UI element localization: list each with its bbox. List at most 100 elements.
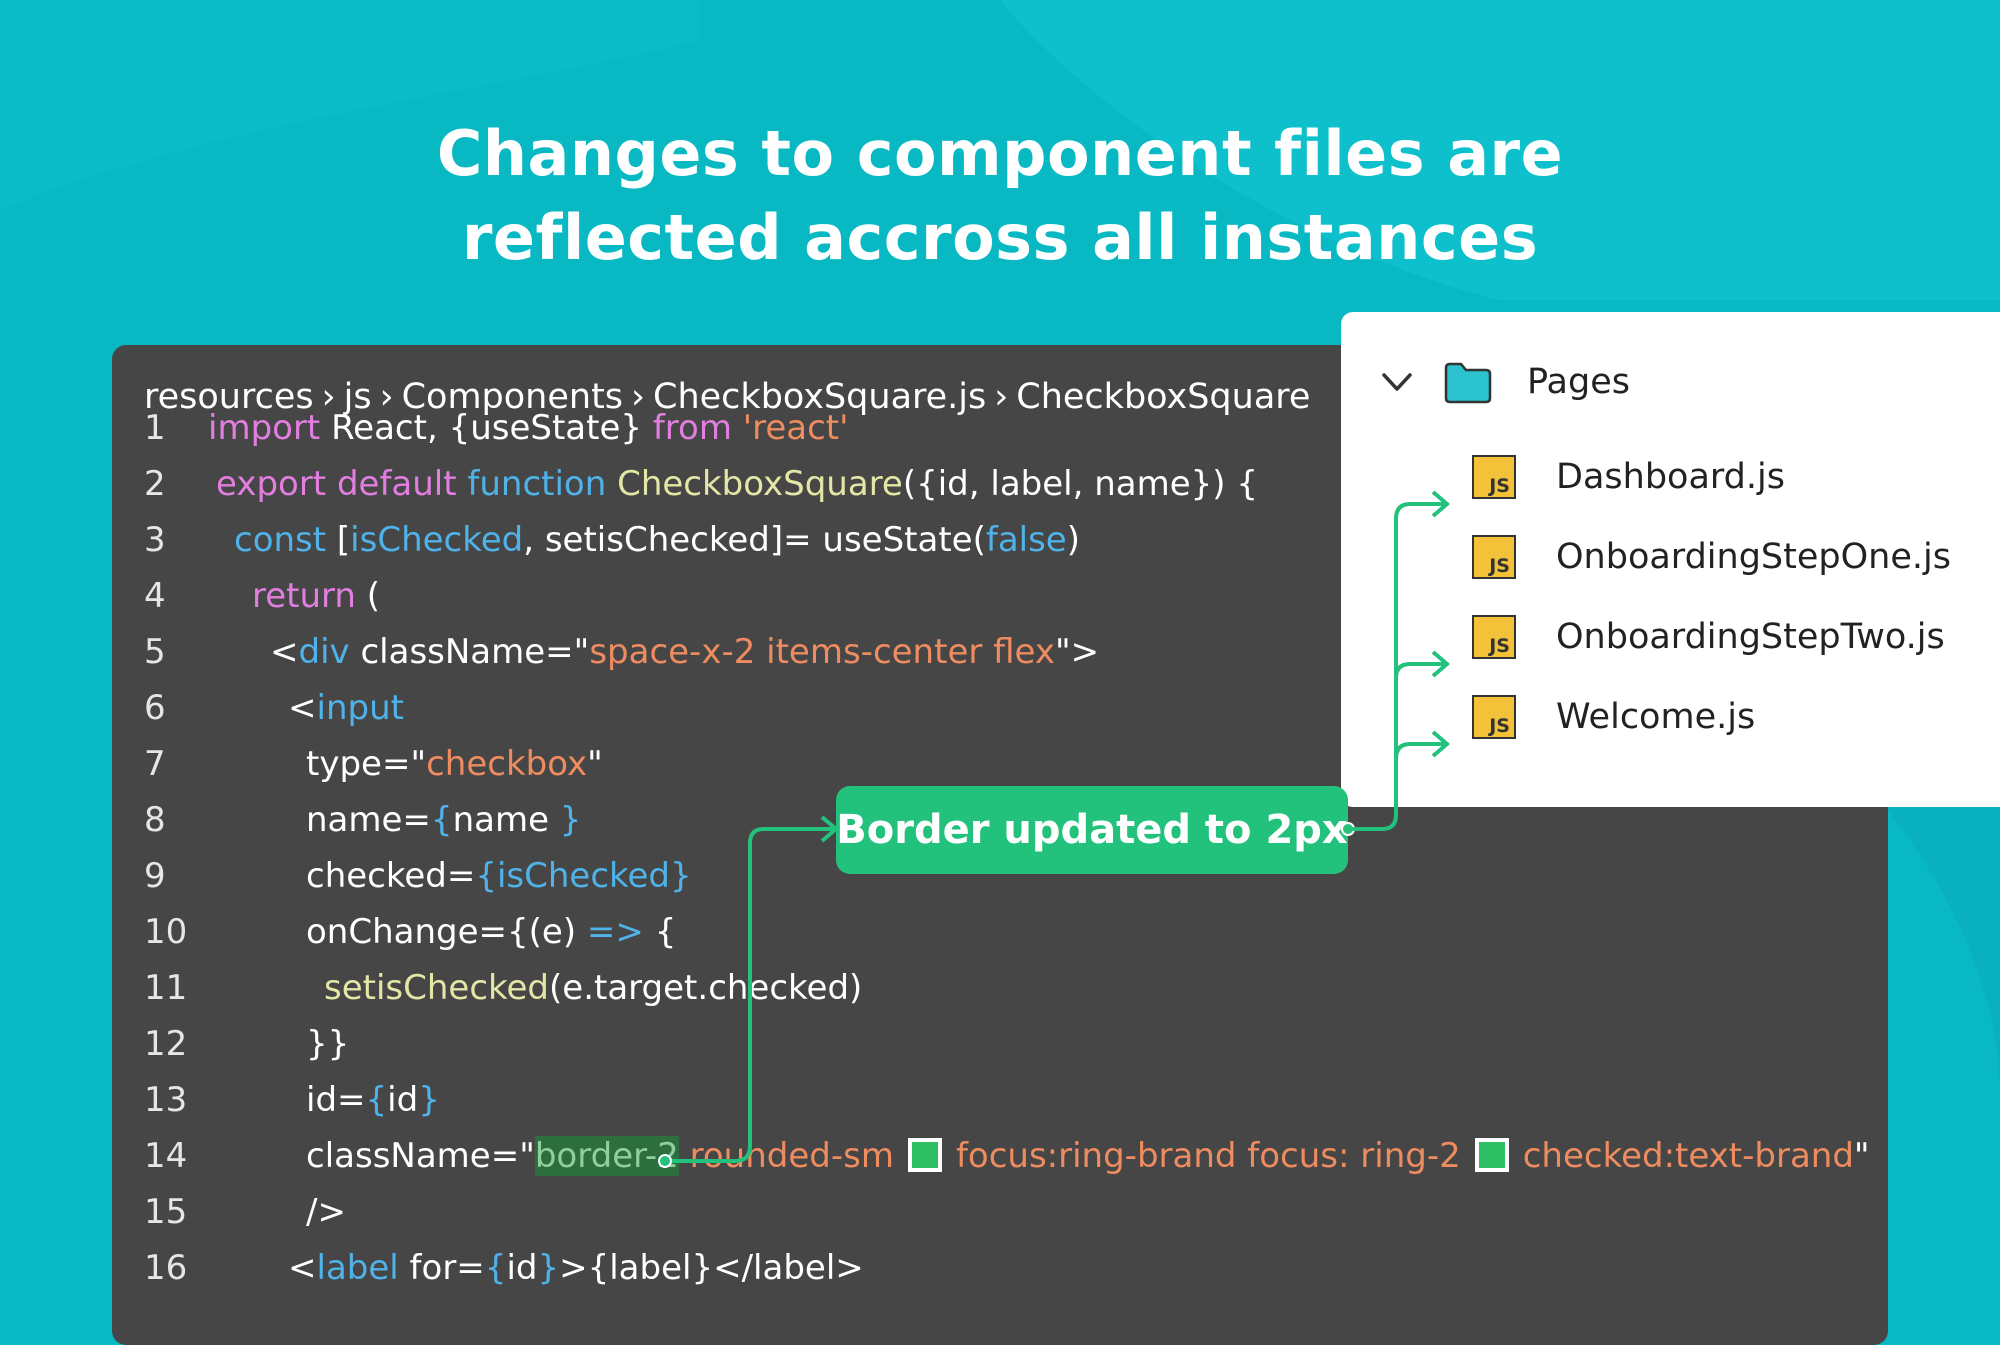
color-swatch: [907, 1137, 942, 1172]
code-token: from: [652, 408, 743, 448]
line-number: 8: [144, 800, 166, 840]
code-token: React, {useState}: [331, 408, 653, 448]
code-token: space-x-2 items-center flex: [589, 632, 1056, 672]
code-token: input: [316, 688, 404, 728]
change-callout: Border updated to 2px: [836, 786, 1348, 874]
line-number: 16: [144, 1248, 188, 1288]
code-token: >{label}</label>: [559, 1248, 864, 1288]
code-token: label: [316, 1248, 410, 1288]
line-number: 1: [144, 408, 166, 448]
code-token: function: [467, 464, 618, 504]
code-token: checked=: [306, 856, 476, 896]
line-number: 9: [144, 856, 166, 896]
line-number: 15: [144, 1192, 188, 1232]
code-token: (e.target.checked): [549, 968, 863, 1008]
code-text: export default function CheckboxSquare({…: [216, 456, 1258, 512]
breadcrumb-separator: ›: [631, 377, 646, 417]
code-text: }}: [306, 1016, 349, 1072]
line-number: 12: [144, 1024, 188, 1064]
code-token: , setisChecked]= useState(: [523, 520, 986, 560]
headline-line-2: reflected accross all instances: [461, 201, 1539, 274]
code-text: checked={isChecked}: [306, 848, 692, 904]
code-token: }: [559, 800, 582, 840]
code-token: <: [288, 1248, 317, 1288]
folder-label: Pages: [1527, 362, 1630, 402]
file-label: Welcome.js: [1556, 697, 1756, 737]
code-token: focus:ring-brand focus: ring-2: [955, 1136, 1461, 1176]
code-token: type=": [306, 744, 427, 784]
code-text: className="border-2 rounded-sm focus:ring…: [306, 1128, 1870, 1184]
line-number: 5: [144, 632, 166, 672]
breadcrumb-separator: ›: [994, 377, 1009, 417]
code-token: checkbox: [426, 744, 588, 784]
code-token: <: [270, 632, 299, 672]
code-text: type="checkbox": [306, 736, 603, 792]
line-number: 4: [144, 576, 166, 616]
code-text: onChange={(e) => {: [306, 904, 676, 960]
code-text: <label for={id}>{label}</label>: [288, 1240, 864, 1296]
breadcrumb-item[interactable]: CheckboxSquare.js: [653, 377, 987, 417]
code-token: export default: [216, 464, 468, 504]
code-text: id={id}: [306, 1072, 440, 1128]
line-number: 10: [144, 912, 188, 952]
highlighted-token: border-2: [534, 1136, 679, 1176]
code-token: rounded-sm: [678, 1136, 894, 1176]
code-token: return: [252, 576, 367, 616]
breadcrumb-item[interactable]: resources: [144, 377, 314, 417]
code-token: isChecked: [350, 520, 524, 560]
code-text: name={name }: [306, 792, 581, 848]
code-token: [: [336, 520, 351, 560]
code-token: className=": [360, 632, 590, 672]
code-token: className=": [306, 1136, 535, 1176]
code-token: ": [587, 744, 603, 784]
page-headline: Changes to component files are reflected…: [0, 112, 2000, 280]
code-token: onChange={(e): [306, 912, 587, 952]
file-label: Dashboard.js: [1556, 457, 1785, 497]
code-token: ": [1853, 1136, 1870, 1176]
js-file-icon: JS: [1472, 615, 1516, 659]
folder-icon: [1444, 362, 1492, 404]
code-text: import React, {useState} from 'react': [208, 400, 848, 456]
code-token: {: [654, 912, 677, 952]
breadcrumb: resources›js›Components›CheckboxSquare.j…: [144, 377, 1310, 417]
js-file-icon: JS: [1472, 695, 1516, 739]
code-token: (: [366, 576, 381, 616]
code-text: return (: [252, 568, 380, 624]
line-number: 6: [144, 688, 166, 728]
code-token: import: [208, 408, 332, 448]
code-token: const: [234, 520, 337, 560]
js-file-icon: JS: [1472, 535, 1516, 579]
code-token: />: [306, 1192, 346, 1232]
code-text: />: [306, 1184, 346, 1240]
line-number: 7: [144, 744, 166, 784]
line-number: 14: [144, 1136, 188, 1176]
code-token: id: [506, 1248, 538, 1288]
chevron-down-icon[interactable]: [1381, 370, 1413, 394]
breadcrumb-item[interactable]: Components: [401, 377, 624, 417]
line-number: 11: [144, 968, 188, 1008]
code-token: name=: [306, 800, 431, 840]
code-token: ">: [1055, 632, 1100, 672]
file-label: OnboardingStepOne.js: [1556, 537, 1951, 577]
breadcrumb-separator: ›: [321, 377, 336, 417]
code-text: const [isChecked, setisChecked]= useStat…: [234, 512, 1080, 568]
code-token: id=: [306, 1080, 366, 1120]
code-token: 'react': [742, 408, 849, 448]
file-label: OnboardingStepTwo.js: [1556, 617, 1945, 657]
code-token: =>: [586, 912, 655, 952]
color-swatch: [1474, 1137, 1509, 1172]
breadcrumb-item[interactable]: CheckboxSquare: [1016, 377, 1311, 417]
code-token: for=: [409, 1248, 485, 1288]
code-text: <div className="space-x-2 items-center f…: [270, 624, 1099, 680]
code-token: }: [537, 1248, 560, 1288]
code-token: {isChecked}: [475, 856, 692, 896]
code-token: ): [1066, 520, 1080, 560]
code-token: false: [985, 520, 1067, 560]
code-token: CheckboxSquare: [617, 464, 903, 504]
breadcrumb-item[interactable]: js: [343, 377, 372, 417]
code-token: {: [484, 1248, 507, 1288]
code-token: <: [288, 688, 317, 728]
line-number: 13: [144, 1080, 188, 1120]
line-number: 3: [144, 520, 166, 560]
line-number: 2: [144, 464, 166, 504]
